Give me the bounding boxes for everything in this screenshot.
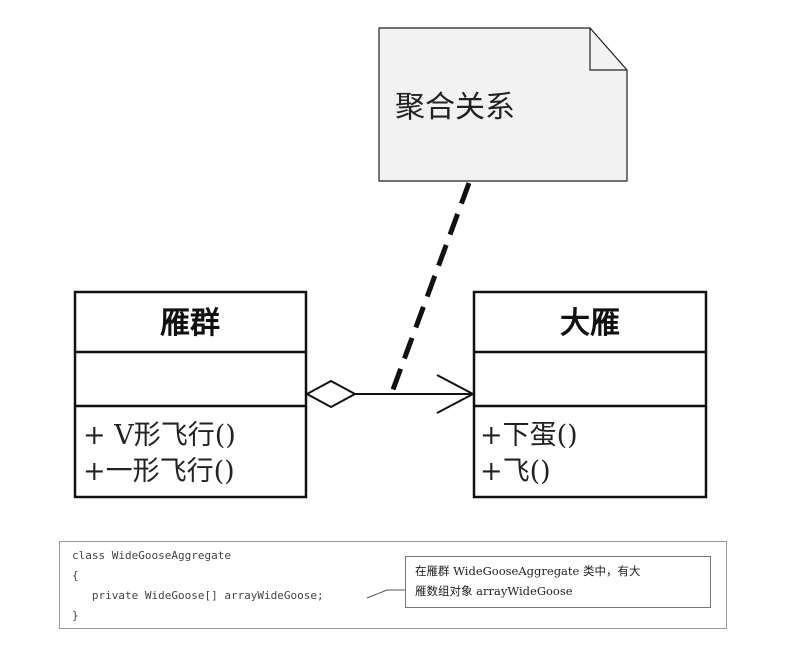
- code-comment-line: 在雁群 WideGooseAggregate 类中，有大: [415, 564, 641, 578]
- class-box: [472, 290, 708, 499]
- class-goose-aggregate: 雁群 + V形飞行() +一形飞行(): [73, 290, 308, 499]
- note-body: [378, 27, 628, 182]
- class-name: 雁群: [160, 306, 220, 341]
- code-comment-line: 雁数组对象 arrayWideGoose: [415, 584, 573, 598]
- code-snippet-box: class WideGooseAggregate { private WideG…: [59, 541, 727, 629]
- aggregation-diamond-icon: [304, 379, 358, 409]
- class-operation: + V形飞行(): [83, 420, 236, 451]
- class-operation: +下蛋(): [480, 420, 578, 451]
- class-box: [73, 290, 308, 499]
- code-line: class WideGooseAggregate: [72, 549, 231, 562]
- comment-connector-line: [366, 589, 405, 599]
- code-line: }: [72, 609, 79, 622]
- class-operation: +一形飞行(): [83, 456, 235, 487]
- aggregation-association: [304, 374, 476, 414]
- comment-connector: [366, 589, 405, 599]
- code-line: {: [72, 569, 79, 582]
- code-line: private WideGoose[] arrayWideGoose;: [72, 589, 324, 602]
- note-fold: [589, 28, 627, 71]
- class-wide-goose: 大雁 +下蛋() +飞(): [472, 290, 708, 499]
- class-name: 大雁: [560, 306, 620, 341]
- note-connector-line: [388, 182, 472, 396]
- class-operation: +飞(): [480, 456, 551, 487]
- note-text: 聚合关系: [395, 90, 515, 125]
- relationship-note: 聚合关系: [378, 27, 628, 182]
- code-comment-note: 在雁群 WideGooseAggregate 类中，有大 雁数组对象 array…: [405, 556, 711, 608]
- navigability-arrow-icon: [436, 374, 476, 414]
